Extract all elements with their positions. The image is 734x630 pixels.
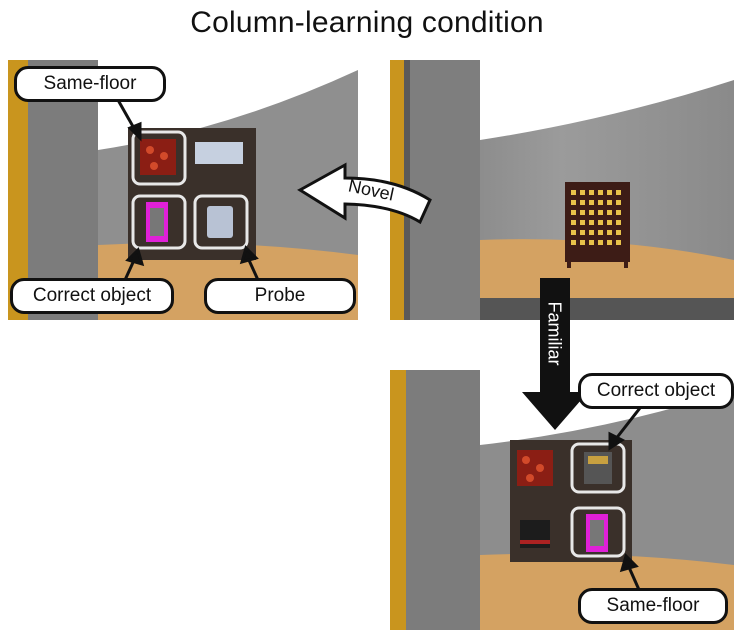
start-view-panel [390,60,734,320]
choice-board [510,440,632,562]
right-same-floor-callout: Same-floor [578,588,728,624]
left-correct-object-callout: Correct object [10,278,174,314]
left-probe-callout: Probe [204,278,356,314]
familiar-arrow-label: Familiar [544,301,565,366]
figure-title: Column-learning condition [190,6,544,39]
left-same-floor-callout: Same-floor [14,66,166,102]
right-correct-object-callout: Correct object [578,373,734,409]
choice-board [128,128,256,260]
cabinet-object [565,182,630,268]
